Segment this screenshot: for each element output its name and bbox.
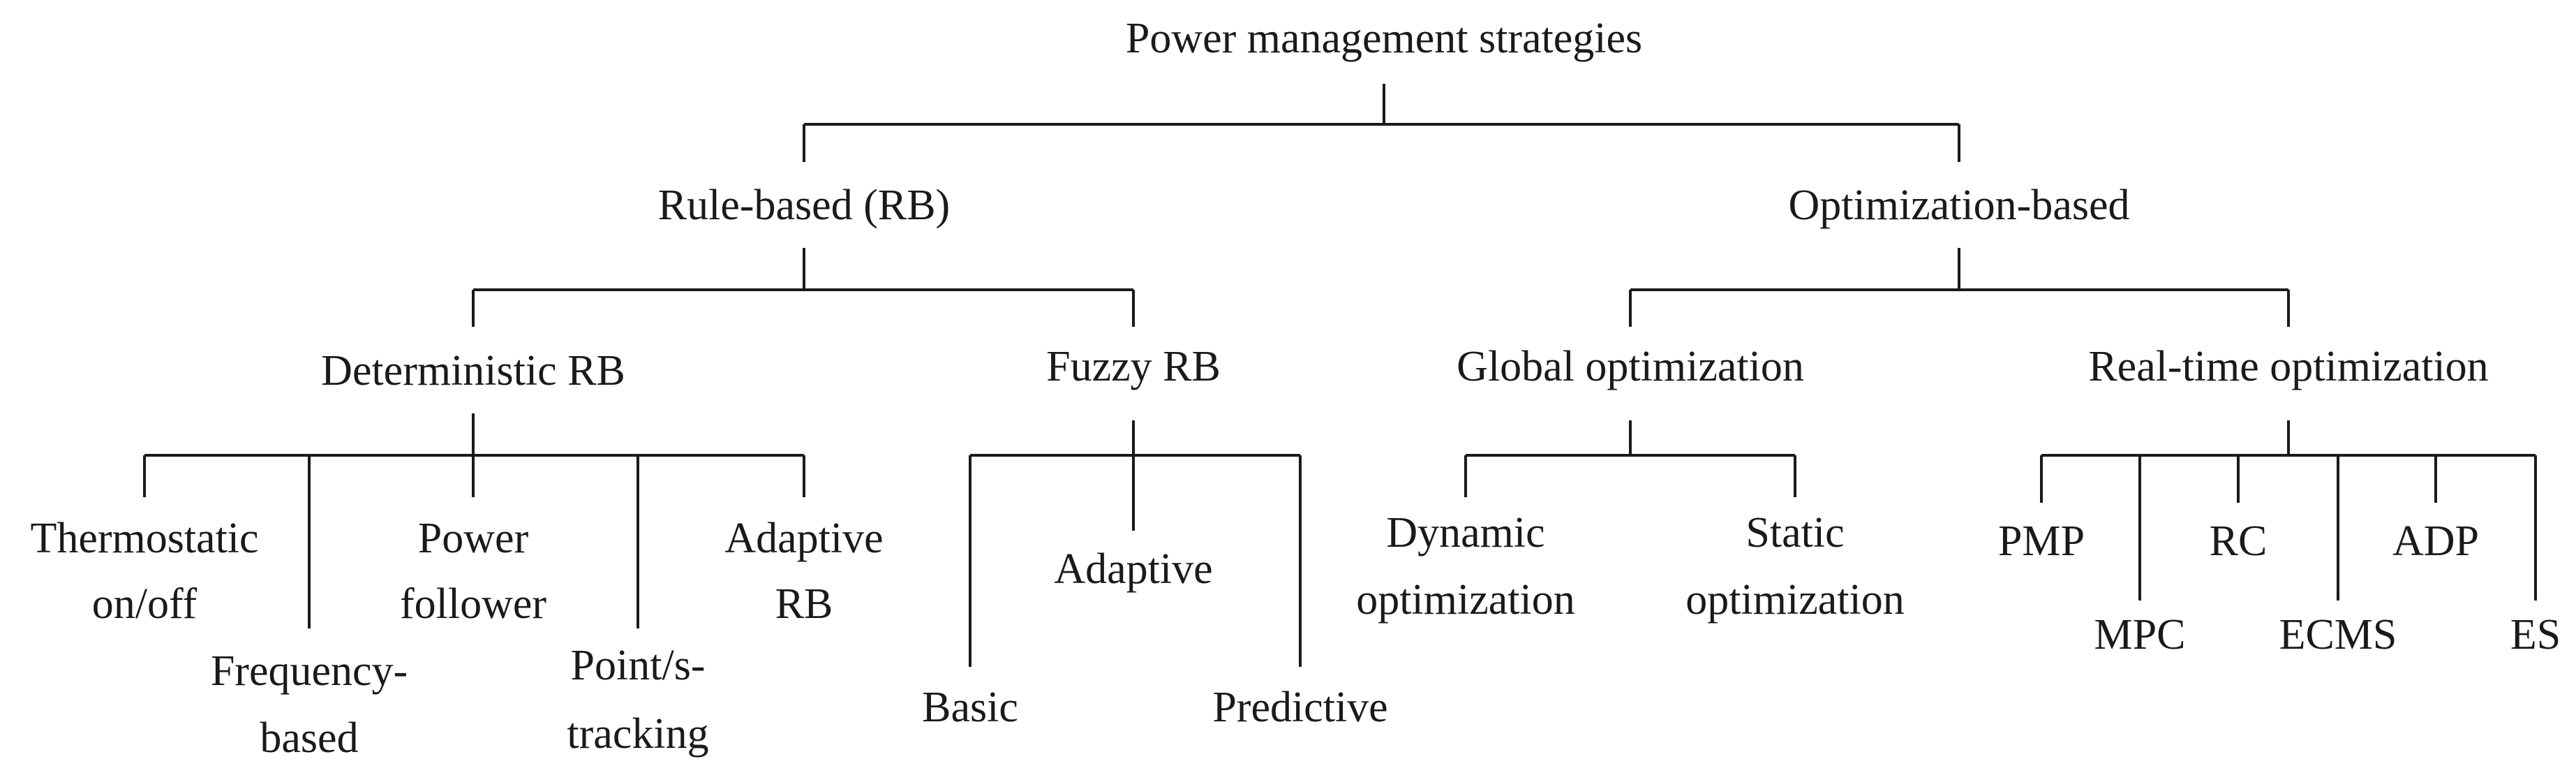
fuzzy-rb-label: Fuzzy RB bbox=[1046, 343, 1221, 390]
global-optimization-label: Global optimization bbox=[1457, 343, 1804, 390]
rc-label: RC bbox=[2209, 517, 2268, 565]
frequency-based-line1: Frequency- bbox=[210, 647, 408, 695]
es-label: ES bbox=[2510, 611, 2561, 658]
static-optimization-line1: Static bbox=[1745, 509, 1845, 557]
realtime-optimization-label: Real-time optimization bbox=[2088, 343, 2489, 390]
power-follower-line2: follower bbox=[399, 580, 547, 628]
point-tracking-line1: Point/s- bbox=[570, 642, 706, 689]
dynamic-optimization-line1: Dynamic bbox=[1386, 509, 1545, 557]
adp-label: ADP bbox=[2392, 517, 2480, 565]
adaptive-rb-line2: RB bbox=[775, 580, 833, 628]
static-optimization-line2: optimization bbox=[1685, 576, 1905, 624]
mpc-label: MPC bbox=[2094, 611, 2186, 658]
connector-optimization-based bbox=[1629, 248, 2290, 327]
connector-fuzzy bbox=[969, 420, 1302, 667]
ecms-label: ECMS bbox=[2279, 611, 2397, 658]
connector-root bbox=[803, 84, 1960, 162]
dynamic-optimization-line2: optimization bbox=[1356, 576, 1575, 624]
adaptive-rb-line1: Adaptive bbox=[724, 515, 884, 562]
deterministic-rb-label: Deterministic RB bbox=[321, 347, 625, 395]
thermostatic-line2: on/off bbox=[91, 580, 198, 628]
power-follower-line1: Power bbox=[417, 515, 529, 562]
fuzzy-predictive-label: Predictive bbox=[1212, 684, 1388, 731]
rule-based-label: Rule-based (RB) bbox=[657, 182, 951, 229]
connector-global bbox=[1464, 420, 1796, 497]
connector-realtime bbox=[2040, 420, 2537, 601]
frequency-based-line2: based bbox=[260, 714, 359, 762]
connector-deterministic bbox=[143, 413, 805, 628]
fuzzy-basic-label: Basic bbox=[922, 684, 1018, 731]
root-label: Power management strategies bbox=[1125, 15, 1643, 62]
fuzzy-adaptive-label: Adaptive bbox=[1054, 545, 1213, 593]
pmp-label: PMP bbox=[1997, 517, 2085, 565]
point-tracking-line2: tracking bbox=[567, 710, 709, 758]
connector-rule-based bbox=[472, 248, 1135, 327]
thermostatic-line1: Thermostatic bbox=[30, 515, 259, 562]
optimization-based-label: Optimization-based bbox=[1788, 182, 2130, 229]
